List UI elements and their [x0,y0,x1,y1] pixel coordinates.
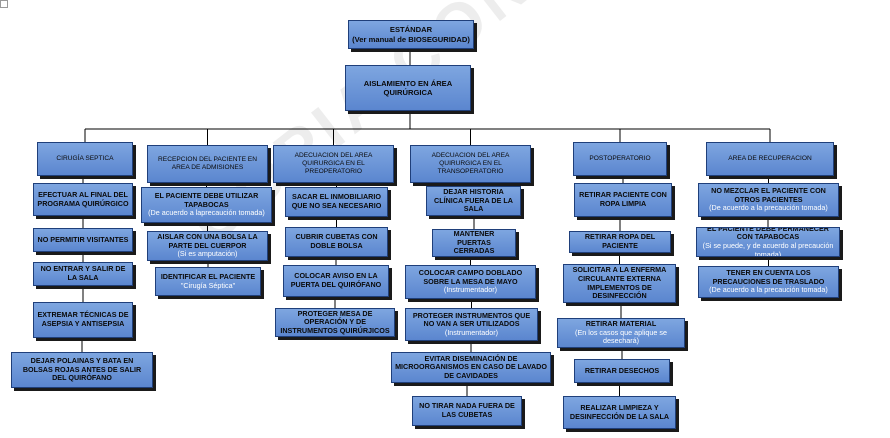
column-4-step-3-text: RETIRAR MATERIAL [585,319,657,329]
column-4-step-2: SOLICITAR A LA ENFERMA CIRCULANTE EXTERN… [563,264,676,303]
column-4-step-5: REALIZAR LIMPIEZA Y DESINFECCIÓN DE LA S… [563,396,676,429]
corner-checkbox [0,0,8,8]
column-3-step-2-text: COLOCAR CAMPO DOBLADO SOBRE LA MESA DE M… [418,268,523,286]
column-0-step-3: EXTREMAR TÉCNICAS DE ASEPSIA Y ANTISEPSI… [33,302,133,338]
column-5-step-0: NO MEZCLAR EL PACIENTE CON OTROS PACIENT… [698,183,839,217]
column-0-header-text: CIRUGÍA SEPTICA [56,155,114,163]
column-3-step-1-text: MANTENER PUERTAS CERRADAS [453,229,495,256]
column-0-step-3-text: EXTREMAR TÉCNICAS DE ASEPSIA Y ANTISEPSI… [37,310,129,328]
column-0-step-0-text: EFECTUAR AL FINAL DEL PROGRAMA QUIRÚRGIC… [37,189,129,208]
column-2-step-1-text: CUBRIR CUBETAS CON DOBLE BOLSA [295,232,378,250]
column-1-step-0: EL PACIENTE DEBE UTILIZAR TAPABOCAS(De a… [141,187,272,223]
column-1-step-1: AISLAR CON UNA BOLSA LA PARTE DEL CUERPO… [147,231,268,261]
column-3-step-5: NO TIRAR NADA FUERA DE LAS CUBETAS [412,396,522,426]
column-2-step-0-text: SACAR EL INMOBILIARIO QUE NO SEA NECESAR… [291,192,382,210]
column-1-step-1-note: (Si es amputación) [177,249,238,259]
column-3-step-1: MANTENER PUERTAS CERRADAS [432,229,516,257]
column-1-step-1-text: AISLAR CON UNA BOLSA LA PARTE DEL CUERPO… [157,232,258,250]
column-5-step-2-text: TENER EN CUENTA LOS PRECAUCIONES DE TRAS… [712,268,825,286]
column-3-step-0: DEJAR HISTORIA CLÍNICA FUERA DE LA SALA [426,186,521,216]
isolation-box: AISLAMIENTO EN ÁREA QUIRÚRGICA [345,65,471,111]
column-0-step-2-text: NO ENTRAR Y SALIR DE LA SALA [40,264,126,282]
column-5-step-2: TENER EN CUENTA LOS PRECAUCIONES DE TRAS… [698,266,839,298]
column-4-step-0-text: RETIRAR PACIENTE CON ROPA LIMPIA [579,190,667,208]
column-5-step-1: EL PACIENTE DEBE PERMANECER CON TAPABOCA… [696,227,840,257]
column-2-step-0: SACAR EL INMOBILIARIO QUE NO SEA NECESAR… [285,187,388,217]
column-5-step-1-text: EL PACIENTE DEBE PERMANECER CON TAPABOCA… [707,227,829,242]
column-1-step-0-note: (De acuerdo a laprecaución tomada) [148,208,265,218]
column-4-step-1: RETIRAR ROPA DEL PACIENTE [569,231,671,253]
column-1-header-text: RECEPCION DEL PACIENTE EN AREA DE ADMISI… [158,156,257,171]
column-2-header-text: ADECUACION DEL AREA QUIRURGICA EN EL PRE… [294,152,373,175]
standard-subtitle: (Ver manual de BIOSEGURIDAD) [352,34,470,44]
column-0-step-0: EFECTUAR AL FINAL DEL PROGRAMA QUIRÚRGIC… [33,183,133,216]
isolation-title: AISLAMIENTO EN ÁREA QUIRÚRGICA [363,78,453,97]
column-0-step-4: DEJAR POLAINAS Y BATA EN BOLSAS ROJAS AN… [11,352,153,388]
column-1-step-0-text: EL PACIENTE DEBE UTILIZAR TAPABOCAS [154,191,259,209]
column-4-step-3: RETIRAR MATERIAL(En los casos que apliqu… [557,318,685,348]
column-1-step-2-note: "Cirugía Séptica" [180,280,236,290]
column-0-step-1: NO PERMITIR VISITANTES [33,228,133,252]
column-2-step-2: COLOCAR AVISO EN LA PUERTA DEL QUIRÓFANO [283,265,389,297]
standard-box: ESTÁNDAR (Ver manual de BIOSEGURIDAD) [348,20,474,49]
column-4-step-4: RETIRAR DESECHOS [574,359,670,383]
column-3-step-0-text: DEJAR HISTORIA CLÍNICA FUERA DE LA SALA [434,187,513,214]
column-5-step-0-note: (De acuerdo a la precaución tomada) [709,203,828,213]
column-3-step-4-text: EVITAR DISEMINACIÓN DE MICROORGANISMOS E… [395,353,547,380]
column-2-header: ADECUACION DEL AREA QUIRURGICA EN EL PRE… [273,145,394,183]
column-4-step-1-text: RETIRAR ROPA DEL PACIENTE [584,232,656,250]
column-5-step-1-note: (Si se puede, y de acuerdo al precaución… [702,241,834,257]
column-4-step-5-text: REALIZAR LIMPIEZA Y DESINFECCIÓN DE LA S… [569,402,670,421]
column-3-step-2: COLOCAR CAMPO DOBLADO SOBRE LA MESA DE M… [405,265,536,299]
column-3-step-3: PROTEGER INSTRUMENTOS QUE NO VAN A SER U… [405,308,538,341]
standard-title: ESTÁNDAR [389,25,433,35]
column-4-header-text: POSTOPERATORIO [589,155,651,163]
column-4-step-2-text: SOLICITAR A LA ENFERMA CIRCULANTE EXTERN… [572,265,667,301]
column-3-step-2-note: (Instrumentador) [443,285,498,295]
column-4-header: POSTOPERATORIO [573,142,667,176]
column-4-step-0: RETIRAR PACIENTE CON ROPA LIMPIA [574,183,672,217]
column-1-step-2-text: IDENTIFICAR EL PACIENTE [160,271,256,281]
column-5-step-2-note: (De acuerdo a la precaución tomada) [709,285,828,295]
column-3-header: ADECUACION DEL AREA QUIRURGICA EN EL TRA… [410,145,531,183]
column-2-step-1: CUBRIR CUBETAS CON DOBLE BOLSA [285,227,388,257]
column-0-step-1-text: NO PERMITIR VISITANTES [37,234,129,244]
column-0-step-4-text: DEJAR POLAINAS Y BATA EN BOLSAS ROJAS AN… [22,356,142,383]
column-0-header: CIRUGÍA SEPTICA [37,142,133,176]
column-3-header-text: ADECUACION DEL AREA QUIRURGICA EN EL TRA… [431,152,510,175]
column-3-step-4: EVITAR DISEMINACIÓN DE MICROORGANISMOS E… [391,352,551,383]
column-3-step-3-note: (Instrumentador) [444,327,499,337]
column-2-step-3-text: PROTEGER MESA DE OPERACIÓN Y DE INSTRUME… [280,308,390,335]
column-0-step-2: NO ENTRAR Y SALIR DE LA SALA [33,262,133,286]
column-2-step-3: PROTEGER MESA DE OPERACIÓN Y DE INSTRUME… [275,308,395,337]
column-3-step-3-text: PROTEGER INSTRUMENTOS QUE NO VAN A SER U… [412,310,531,329]
column-1-step-2: IDENTIFICAR EL PACIENTE"Cirugía Séptica" [155,267,261,296]
column-5-header: AREA DE RECUPERACION [706,142,834,176]
column-3-step-5-text: NO TIRAR NADA FUERA DE LAS CUBETAS [419,401,515,419]
column-2-step-2-text: COLOCAR AVISO EN LA PUERTA DEL QUIRÓFANO [290,271,382,289]
column-1-header: RECEPCION DEL PACIENTE EN AREA DE ADMISI… [147,145,268,183]
column-5-step-0-text: NO MEZCLAR EL PACIENTE CON OTROS PACIENT… [711,186,826,204]
column-5-header-text: AREA DE RECUPERACION [728,155,812,163]
column-4-step-3-note: (En los casos que aplique se desechará) [575,327,667,346]
column-4-step-4-text: RETIRAR DESECHOS [584,365,660,375]
